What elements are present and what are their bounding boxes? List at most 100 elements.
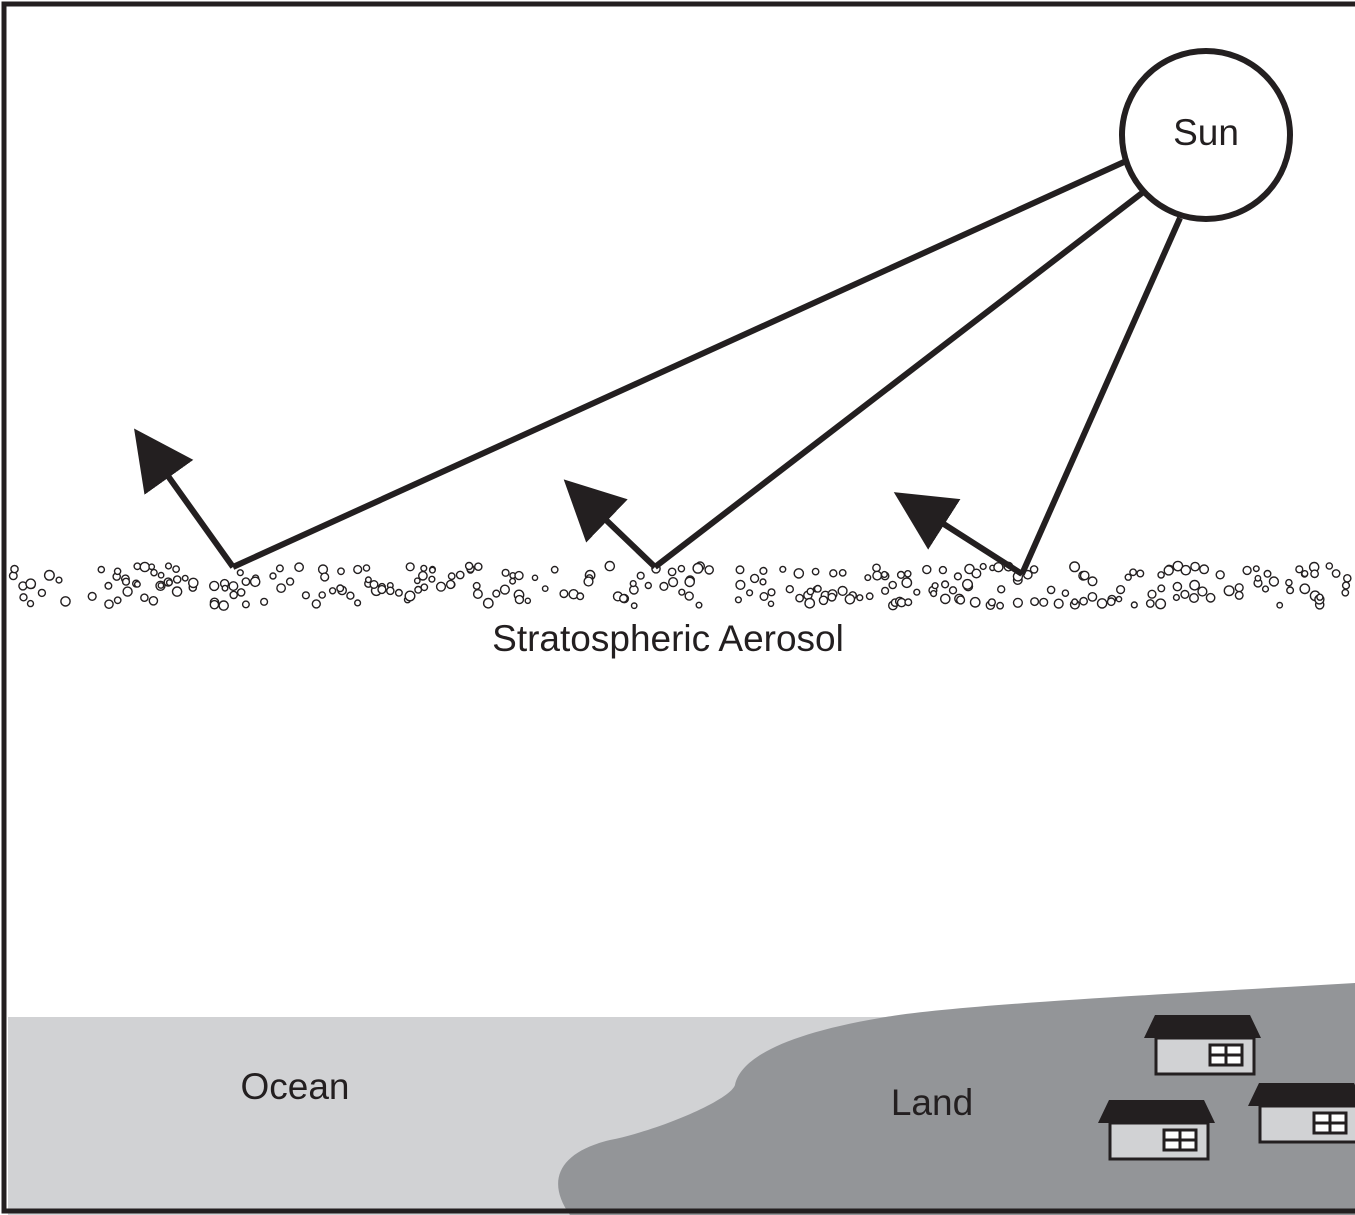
aerosol-particle	[181, 574, 189, 582]
aerosol-particle	[260, 597, 269, 606]
ray-middle	[563, 190, 1144, 570]
aerosol-particle	[236, 588, 246, 597]
aerosol-particle	[856, 594, 864, 602]
aerosol-particle	[684, 576, 696, 588]
ray-left	[134, 159, 1126, 570]
aerosol-particle	[165, 579, 173, 587]
aerosol-particle	[318, 591, 327, 599]
aerosol-particle	[785, 585, 794, 594]
aerosol-particle	[221, 584, 229, 592]
aerosol-particle	[294, 562, 304, 573]
aerosol-particle	[922, 564, 932, 575]
aerosol-particle	[996, 601, 1004, 610]
aerosol-particle	[1234, 583, 1244, 593]
aerosol-particle	[940, 580, 950, 589]
aerosol-particle	[1087, 592, 1098, 602]
aerosol-particle	[940, 593, 951, 605]
aerosol-particle	[1301, 569, 1309, 578]
aerosol-particle	[1234, 590, 1244, 600]
aerosol-particle	[317, 564, 329, 575]
aerosol-particle	[1199, 564, 1210, 575]
aerosol-particle	[514, 570, 524, 581]
aerosol-particle	[445, 579, 456, 590]
aerosol-particle	[285, 577, 295, 586]
aerosol-particle	[1012, 597, 1024, 608]
aerosol-particle	[667, 576, 679, 588]
aerosol-particle	[695, 601, 703, 609]
aerosol-particle	[1261, 585, 1270, 593]
aerosol-particle	[993, 562, 1004, 573]
aerosol-particle	[929, 589, 938, 598]
aerosol-particle	[269, 572, 277, 580]
aerosol-particle	[435, 581, 447, 592]
aerosol-particle	[157, 582, 165, 589]
aerosol-particle	[844, 594, 856, 605]
aerosol-particle	[678, 588, 686, 596]
aerosol-particle	[811, 567, 820, 576]
aerosol-particle	[1285, 578, 1293, 587]
aerosol-particle	[759, 592, 769, 602]
aerosol-particle	[1046, 585, 1056, 595]
aerosol-particle	[1030, 597, 1040, 607]
aerosol-particle	[420, 583, 429, 592]
aerosol-particle	[113, 596, 122, 605]
aerosol-particle	[121, 577, 131, 586]
aerosol-particle	[249, 576, 261, 588]
aerosol-particle	[636, 571, 645, 580]
aerosol-particle	[644, 581, 652, 590]
aerosol-particle	[735, 579, 746, 591]
aerosol-particle	[228, 581, 239, 592]
aerosol-particle	[1286, 586, 1295, 595]
aerosol-particle	[1079, 596, 1089, 606]
aerosol-particle	[140, 593, 149, 603]
aerosol-particle	[971, 568, 982, 579]
aerosol-particle	[25, 578, 37, 590]
aerosol-particle	[336, 584, 345, 593]
aerosol-particle	[405, 562, 415, 572]
aerosol-particle	[60, 596, 71, 607]
aerosol-particle	[1079, 570, 1090, 581]
aerosol-particle	[1268, 576, 1280, 587]
aerosol-particle	[473, 562, 483, 572]
aerosol-particle	[1325, 562, 1334, 570]
aerosol-particle	[428, 575, 436, 583]
sun: Sun	[1119, 48, 1293, 222]
aerosol-particle	[19, 593, 28, 602]
aerosol-particle	[583, 576, 594, 587]
aerosol-particle	[133, 580, 141, 588]
house-2	[1098, 1100, 1215, 1161]
aerosol-particle	[97, 565, 106, 574]
aerosol-particle	[838, 569, 847, 577]
aerosol-particle	[150, 568, 158, 577]
aerosol-particle	[1106, 597, 1116, 607]
aerosol-particle	[1341, 581, 1351, 590]
aerosol-particle	[1331, 569, 1341, 578]
aerosol-particle	[659, 581, 669, 592]
aerosol-particle	[10, 564, 19, 574]
aerosol-particle	[1276, 601, 1284, 609]
aerosol-particle	[354, 599, 362, 607]
aerosol-particle	[187, 577, 199, 589]
aerosol-particle	[767, 588, 776, 597]
aerosol-particle	[953, 572, 963, 581]
house-3	[1248, 1083, 1355, 1144]
aerosol-particle	[464, 561, 474, 571]
aerosol-particle	[864, 574, 872, 582]
aerosol-particle	[1172, 593, 1181, 602]
aerosol-particle	[692, 562, 704, 574]
aerosol-particle	[164, 562, 173, 570]
aerosol-particle	[122, 586, 133, 597]
aerosol-particle	[931, 582, 939, 590]
aerosol-particle	[550, 565, 559, 574]
aerosol-particle	[872, 563, 881, 573]
aerosol-particle	[759, 566, 768, 576]
aerosol-particle	[447, 572, 456, 581]
aerosol-particle	[455, 570, 465, 580]
aerosol-particle	[404, 590, 416, 602]
aerosol-particle	[113, 567, 122, 576]
aerosol-particle	[1242, 565, 1252, 576]
aerosol-particle	[157, 571, 165, 579]
aerosol-particle	[779, 565, 787, 573]
aerosol-particle	[1205, 592, 1216, 603]
aerosol-particle	[420, 564, 428, 572]
